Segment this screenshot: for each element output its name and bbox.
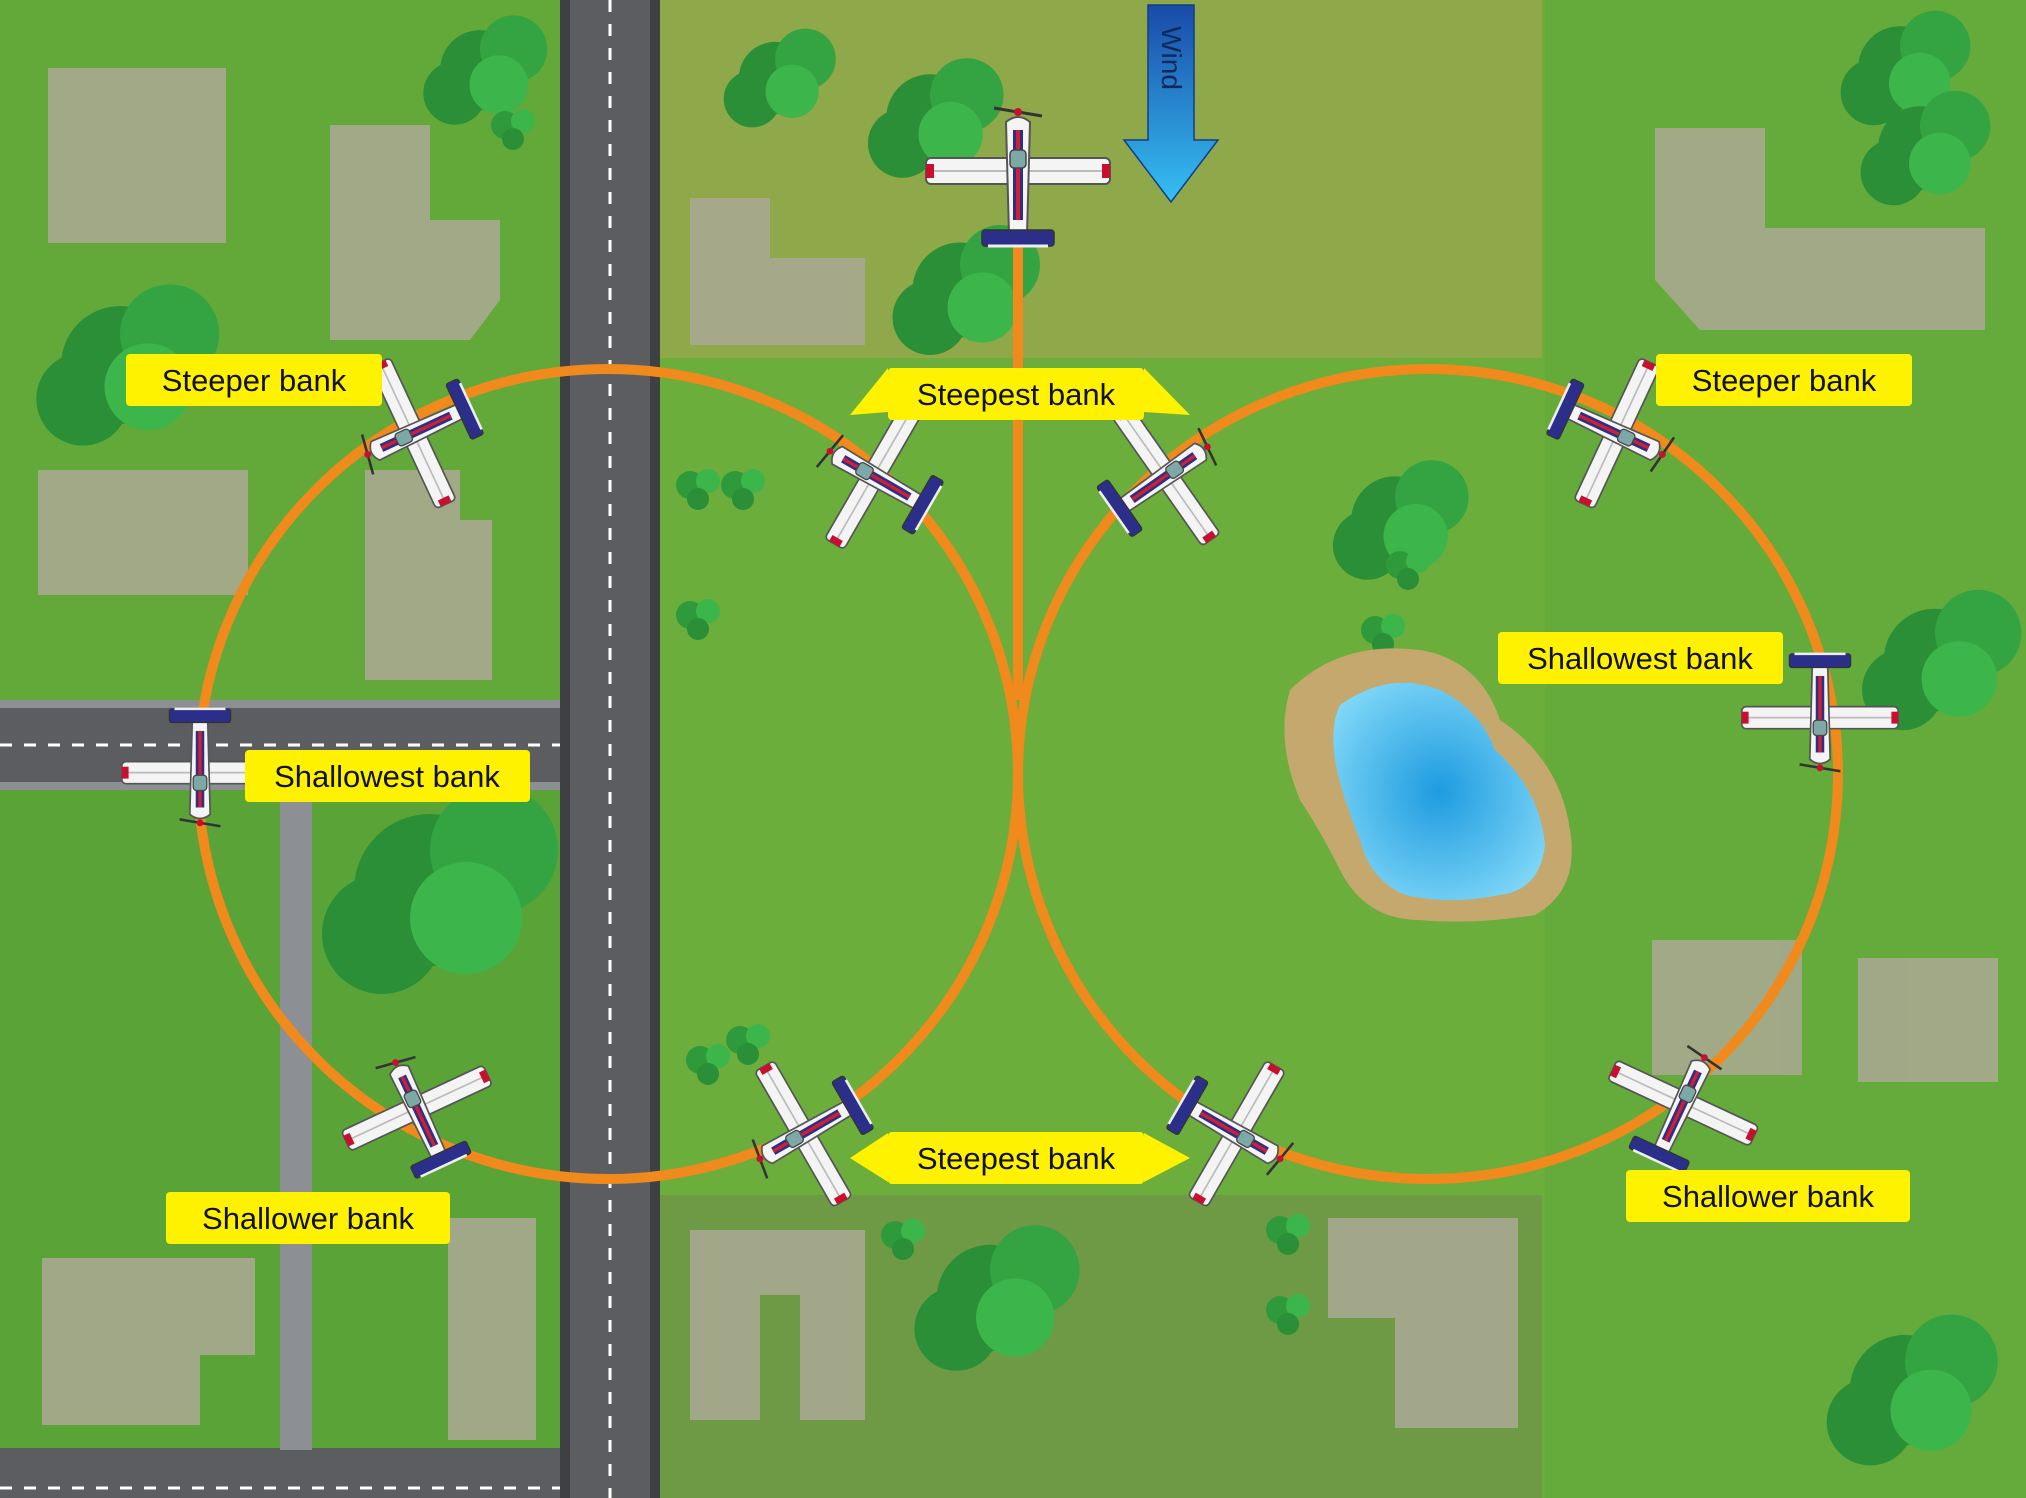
label-text: Steeper bank [162, 363, 347, 398]
label-text: Shallower bank [1662, 1179, 1874, 1214]
label-text: Steeper bank [1692, 363, 1877, 398]
label-text: Shallower bank [202, 1201, 414, 1236]
label-steepest-bottom: Steepest bank [850, 1132, 1190, 1184]
label-text: Shallowest bank [1527, 641, 1753, 676]
label-steeper-left: Steeper bank [126, 354, 382, 406]
label-shallowest-right: Shallowest bank [1498, 632, 1783, 684]
label-text: Steepest bank [917, 1141, 1116, 1176]
bank-labels: Steeper bank Steepest bank Steeper bank … [126, 354, 1912, 1244]
pond [1284, 648, 1572, 922]
wind-label: Wind [1156, 26, 1187, 90]
label-text: Steepest bank [917, 377, 1116, 412]
label-steeper-right: Steeper bank [1656, 354, 1912, 406]
label-shallower-right: Shallower bank [1626, 1170, 1910, 1222]
label-shallowest-left: Shallowest bank [245, 750, 530, 802]
label-shallower-left: Shallower bank [166, 1192, 450, 1244]
label-text: Shallowest bank [274, 759, 500, 794]
houses [38, 68, 1998, 1440]
wind-arrow: Wind [1122, 4, 1220, 204]
label-steepest-top: Steepest bank [850, 368, 1190, 420]
